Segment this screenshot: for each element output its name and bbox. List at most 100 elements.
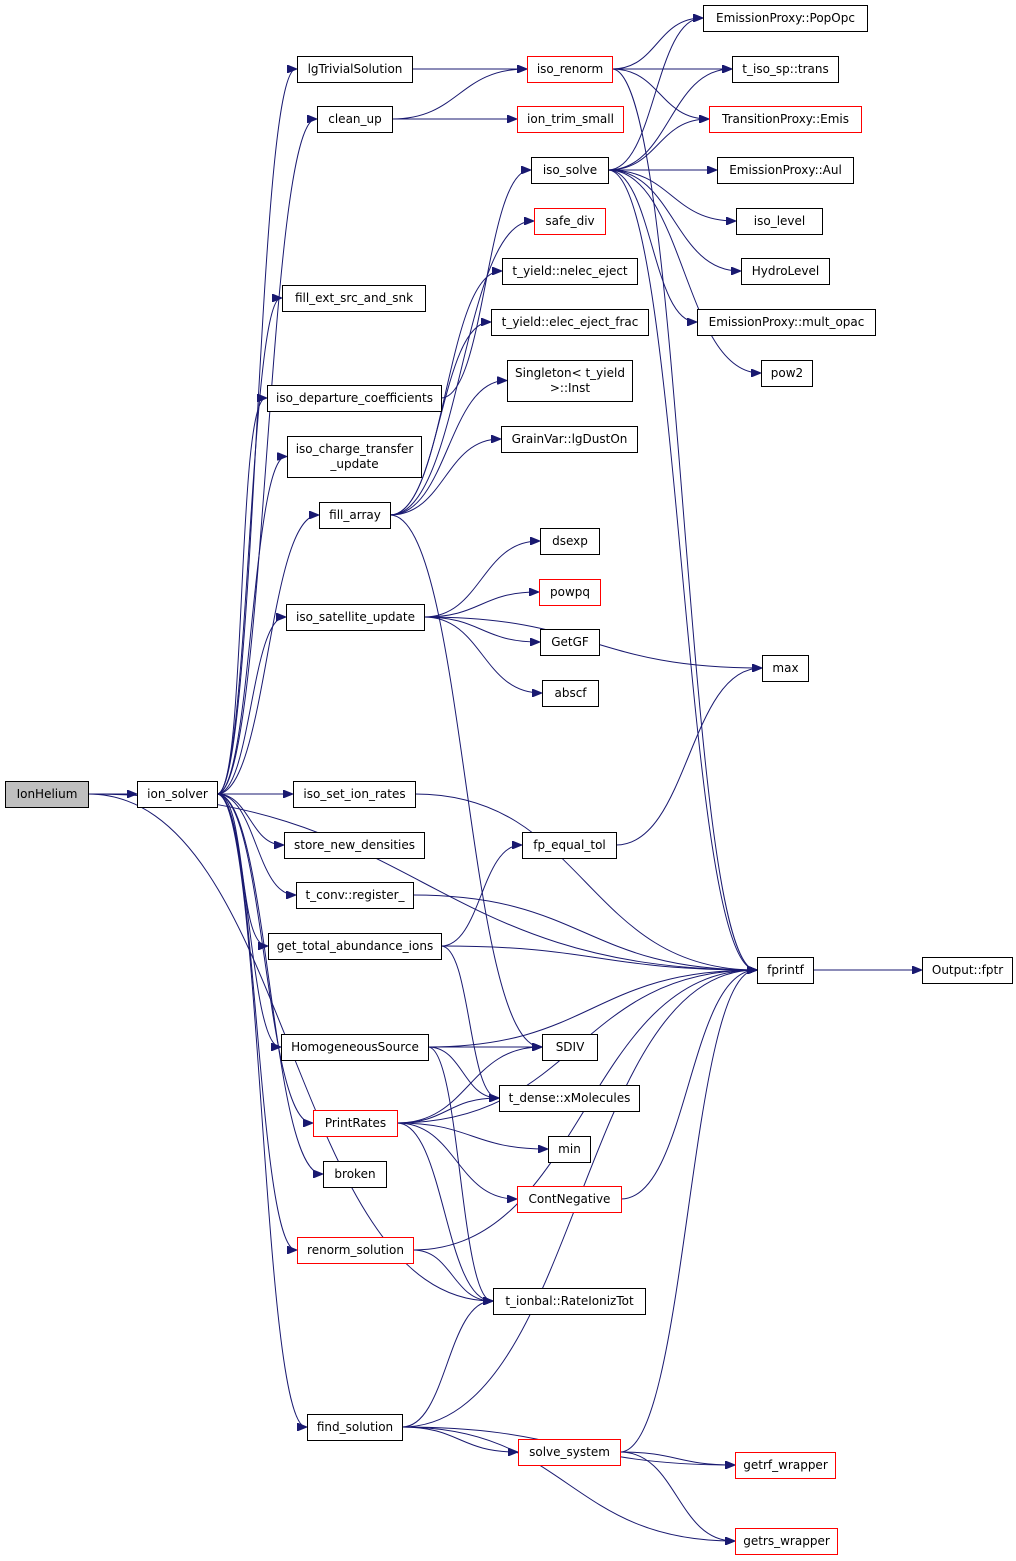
node-singleton-inst[interactable]: Singleton< t_yield>::Inst xyxy=(507,360,633,402)
node-box xyxy=(287,436,422,478)
node-safe-div[interactable]: safe_div xyxy=(534,208,606,235)
node-find-solution[interactable]: find_solution xyxy=(307,1414,403,1441)
edge-fill-array-to-safe-div xyxy=(389,221,533,516)
edge-get-total-abundance-ions-to-t-dense-xmolecules xyxy=(440,945,498,1098)
node-t-yield-elec-eject-frac[interactable]: t_yield::elec_eject_frac xyxy=(491,309,649,336)
node-box xyxy=(709,106,862,133)
node-label: ContNegative xyxy=(529,1192,611,1206)
node-iso-departure-coefficients[interactable]: iso_departure_coefficients xyxy=(267,385,442,412)
node-label: TransitionProxy::Emis xyxy=(721,112,849,126)
node-label: GrainVar::lgDustOn xyxy=(512,432,628,446)
node-emissionproxy-aul[interactable]: EmissionProxy::Aul xyxy=(717,157,854,184)
node-get-total-abundance-ions[interactable]: get_total_abundance_ions xyxy=(268,933,442,960)
edge-printrates-to-sdiv xyxy=(396,1047,541,1124)
node-box xyxy=(697,309,876,336)
node-getrs-wrapper[interactable]: getrs_wrapper xyxy=(735,1528,838,1555)
edge-find-solution-to-t-ionbal-rateioniztot xyxy=(401,1301,492,1428)
node-fp-equal-tol[interactable]: fp_equal_tol xyxy=(522,832,617,859)
node-emissionproxy-mult-opac[interactable]: EmissionProxy::mult_opac xyxy=(697,309,876,336)
edge-t-conv-register-to-fprintf xyxy=(412,894,756,970)
node-label: Output::fptr xyxy=(932,963,1003,977)
node-iso-renorm[interactable]: iso_renorm xyxy=(527,56,613,83)
node-box xyxy=(518,1439,621,1466)
node-lgtrivialsolution[interactable]: lgTrivialSolution xyxy=(297,56,413,83)
node-box xyxy=(922,957,1013,984)
node-box xyxy=(282,285,426,312)
node-box xyxy=(317,106,393,133)
node-iso-charge-transfer-update[interactable]: iso_charge_transfer_update xyxy=(287,436,422,478)
node-fill-array[interactable]: fill_array xyxy=(319,502,391,529)
node-getrf-wrapper[interactable]: getrf_wrapper xyxy=(735,1452,836,1479)
edge-find-solution-to-solve-system xyxy=(401,1426,517,1452)
node-printrates[interactable]: PrintRates xyxy=(313,1110,398,1137)
edge-ion-solver-to-iso-satellite-update xyxy=(216,617,285,795)
node-fill-ext-src-and-snk[interactable]: fill_ext_src_and_snk xyxy=(282,285,426,312)
node-box xyxy=(297,1237,414,1264)
node-label: find_solution xyxy=(317,1420,393,1434)
node-homogeneoussource[interactable]: HomogeneousSource xyxy=(281,1034,429,1061)
node-label: solve_system xyxy=(529,1445,610,1459)
node-powpq[interactable]: powpq xyxy=(539,579,601,606)
node-box xyxy=(493,1288,646,1315)
edge-clean-up-to-iso-renorm xyxy=(391,69,526,120)
node-ion-solver[interactable]: ion_solver xyxy=(137,781,218,808)
node-box xyxy=(517,106,624,133)
node-label: fill_array xyxy=(329,508,381,522)
edge-homogeneoussource-to-fprintf xyxy=(427,970,756,1048)
node-sdiv[interactable]: SDIV xyxy=(542,1034,598,1061)
node-t-yield-nelec-eject[interactable]: t_yield::nelec_eject xyxy=(502,258,638,285)
node-grainvar-lgduston[interactable]: GrainVar::lgDustOn xyxy=(501,426,638,453)
node-label: HydroLevel xyxy=(752,264,819,278)
node-emissionproxy-popopc[interactable]: EmissionProxy::PopOpc xyxy=(703,5,868,32)
edge-iso-set-ion-rates-to-fprintf xyxy=(414,793,756,970)
node-max[interactable]: max xyxy=(762,655,809,682)
node-min[interactable]: min xyxy=(548,1136,591,1163)
edge-iso-renorm-to-emissionproxy-popopc xyxy=(611,18,702,70)
edge-ion-solver-to-fill-ext-src-and-snk xyxy=(216,298,281,795)
node-label: ion_solver xyxy=(147,787,208,801)
node-box xyxy=(542,680,599,707)
edge-ion-solver-to-renorm-solution xyxy=(216,793,296,1250)
node-box xyxy=(296,882,414,909)
node-label: iso_level xyxy=(754,214,805,228)
node-iso-set-ion-rates[interactable]: iso_set_ion_rates xyxy=(293,781,416,808)
node-solve-system[interactable]: solve_system xyxy=(518,1439,621,1466)
node-t-conv-register[interactable]: t_conv::register_ xyxy=(296,882,414,909)
node-getgf[interactable]: GetGF xyxy=(540,629,600,656)
node-store-new-densities[interactable]: store_new_densities xyxy=(284,832,425,859)
node-ionhelium[interactable]: IonHelium xyxy=(5,781,89,808)
node-box xyxy=(539,579,601,606)
node-contnegative[interactable]: ContNegative xyxy=(517,1186,622,1213)
edge-fill-array-to-singleton-inst xyxy=(389,381,506,516)
node-renorm-solution[interactable]: renorm_solution xyxy=(297,1237,414,1264)
node-clean-up[interactable]: clean_up xyxy=(317,106,393,133)
node-box xyxy=(5,781,89,808)
edge-iso-solve-to-pow2 xyxy=(607,169,760,373)
node-label: iso_satellite_update xyxy=(296,610,415,624)
node-label: ion_trim_small xyxy=(527,112,614,126)
node-t-dense-xmolecules[interactable]: t_dense::xMolecules xyxy=(499,1085,640,1112)
node-hydrolevel[interactable]: HydroLevel xyxy=(741,258,830,285)
node-broken[interactable]: broken xyxy=(323,1161,387,1188)
node-ion-trim-small[interactable]: ion_trim_small xyxy=(517,106,624,133)
node-pow2[interactable]: pow2 xyxy=(761,360,813,387)
edge-iso-satellite-update-to-dsexp xyxy=(423,541,539,618)
node-box xyxy=(735,1452,836,1479)
node-abscf[interactable]: abscf xyxy=(542,680,599,707)
node-t-iso-sp-trans[interactable]: t_iso_sp::trans xyxy=(732,56,839,83)
node-iso-satellite-update[interactable]: iso_satellite_update xyxy=(286,604,425,631)
node-label: iso_charge_transfer xyxy=(296,442,414,456)
node-fprintf[interactable]: fprintf xyxy=(757,957,814,984)
node-box xyxy=(761,360,813,387)
node-iso-solve[interactable]: iso_solve xyxy=(531,157,609,184)
node-box xyxy=(267,385,442,412)
edge-get-total-abundance-ions-to-fprintf xyxy=(440,945,756,970)
node-transitionproxy-emis[interactable]: TransitionProxy::Emis xyxy=(709,106,862,133)
node-iso-level[interactable]: iso_level xyxy=(736,208,823,235)
edge-printrates-to-t-ionbal-rateioniztot xyxy=(396,1122,492,1301)
node-t-ionbal-rateioniztot[interactable]: t_ionbal::RateIonizTot xyxy=(493,1288,646,1315)
edge-ion-solver-to-iso-charge-transfer-update xyxy=(216,457,286,795)
node-dsexp[interactable]: dsexp xyxy=(540,528,600,555)
node-output-fptr[interactable]: Output::fptr xyxy=(922,957,1013,984)
